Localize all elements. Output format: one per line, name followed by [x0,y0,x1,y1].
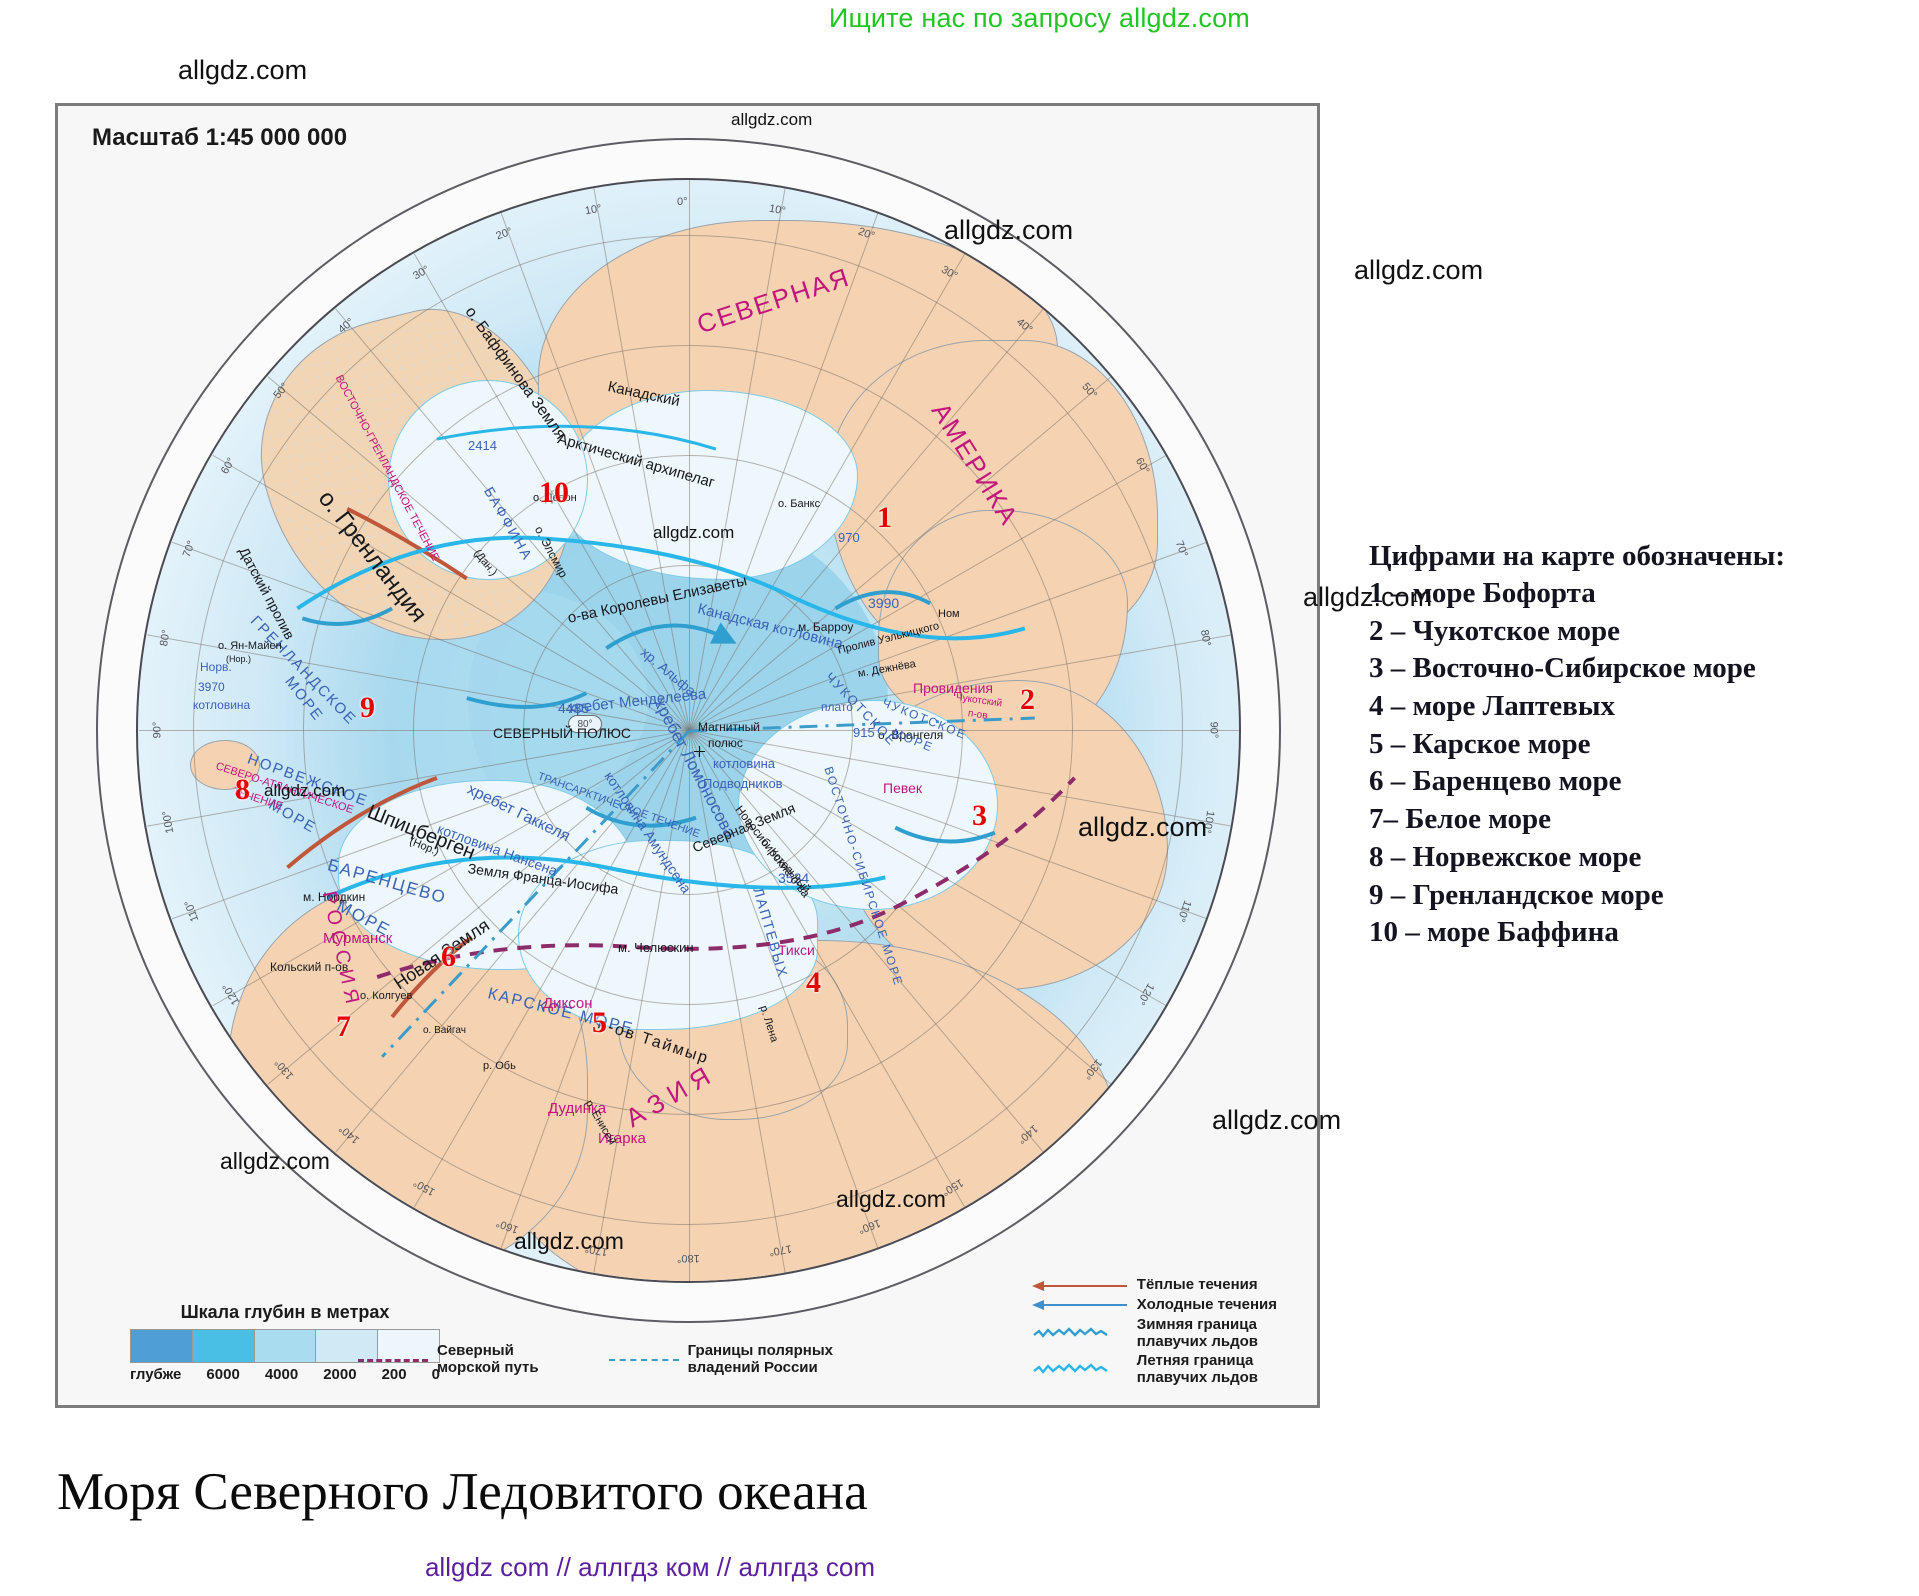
currents-legend: Тёплые течения Холодные течения Зимняя г… [1031,1276,1277,1387]
depth-tick-0: глубже [130,1366,182,1383]
northern-sea-route-icon [358,1358,428,1362]
depth-swatch-4 [377,1330,439,1362]
meridian-tick-25: 110° [182,898,202,923]
depth-swatch-0 [131,1330,192,1362]
meridian-tick-10: 100° [1200,809,1217,834]
map-key-item-8: 8 – Норвежское море [1369,840,1642,873]
watermark-3: allgdz.com [1354,255,1484,285]
meridian-tick-11: 110° [1174,898,1194,923]
latitude-marker-80: 80° [568,715,602,733]
map-key-item-1: 1 – море Бофорта [1369,577,1596,609]
map-key-heading: Цифрами на карте обозначены: [1369,540,1786,572]
map-key-item-9: 9 – Гренландское море [1369,878,1664,911]
warm-current-arrow-icon [1031,1280,1127,1291]
depth-tick-2: 4000 [264,1366,299,1383]
map-key-items: 1 – море Бофорта 2 – Чукотское море 3 – Во… [1369,575,1889,952]
page-title: Моря Северного Ледовитого океана [57,1463,868,1521]
map-key-item-7: 7– Белое море [1369,803,1552,836]
depth-swatch-1 [191,1330,254,1362]
watermark-0: allgdz.com [178,55,308,85]
map-key-item-2: 2 – Чукотское море [1369,614,1621,647]
depth-tick-1: 6000 [206,1366,240,1383]
depth-tick-5: 0 [431,1366,440,1383]
map-key-item-10: 10 – море Баффина [1369,916,1619,949]
summer-ice-boundary-icon [1032,1363,1127,1377]
meridian-tick-35: 10° [584,202,603,218]
winter-ice-boundary-icon [1032,1326,1127,1341]
depth-scale-title: Шкала глубин в метрах [180,1302,390,1322]
meridian-tick-9: 90° [1207,721,1220,739]
map-key-item-5: 5 – Карское море [1369,727,1591,760]
depth-scale-bar [130,1329,440,1363]
meridian-tick-18: 180° [677,1252,700,1264]
warm-current-label: Тёплые течения [1136,1276,1258,1294]
map-key-item-4: 4 – море Лаптевых [1369,690,1615,723]
depth-tick-4: 200 [381,1366,407,1383]
meridian-tick-7: 70° [1172,539,1190,560]
meridian-tick-8: 80° [1197,629,1213,648]
map-key-item-3: 3 – Восточно-Сибирское море [1369,652,1756,685]
meridian-tick-26: 100° [160,809,177,834]
meridian-tick-28: 80° [157,629,173,648]
polar-map-disc[interactable]: 80° [96,138,1281,1323]
meridian-tick-29: 70° [180,539,198,560]
depth-swatch-3 [315,1330,378,1362]
map-scale-label: Масштаб 1:45 000 000 [92,124,348,151]
map-projection-area: 80° [136,178,1241,1283]
russia-polar-border-icon [608,1359,679,1362]
map-panel: Масштаб 1:45 000 000 [55,103,1320,1408]
legend-cold-current: Холодные течения [1031,1296,1277,1314]
cold-current-label: Холодные течения [1136,1296,1277,1314]
cold-current-arrow-icon [1031,1300,1127,1311]
map-key-list: Цифрами на карте обозначены: 1 – море Бо… [1369,540,1889,952]
map-key-item-6: 6 – Баренцево море [1369,765,1622,798]
meridian-tick-12: 120° [1134,981,1157,1007]
magnetic-pole-marker [694,746,705,757]
meridian-tick-27: 90° [151,721,164,739]
meridian-tick-1: 10° [767,202,787,218]
depth-tick-3: 2000 [323,1366,357,1383]
depth-swatch-2 [253,1330,316,1362]
footer-links: allgdz com // аллгдз ком // аллгдз com [424,1552,876,1582]
promo-banner: Ищите нас по запросу allgdz.com [828,3,1250,33]
legend-warm-current: Тёплые течения [1031,1276,1277,1294]
meridian-tick-0: 0° [677,196,688,208]
